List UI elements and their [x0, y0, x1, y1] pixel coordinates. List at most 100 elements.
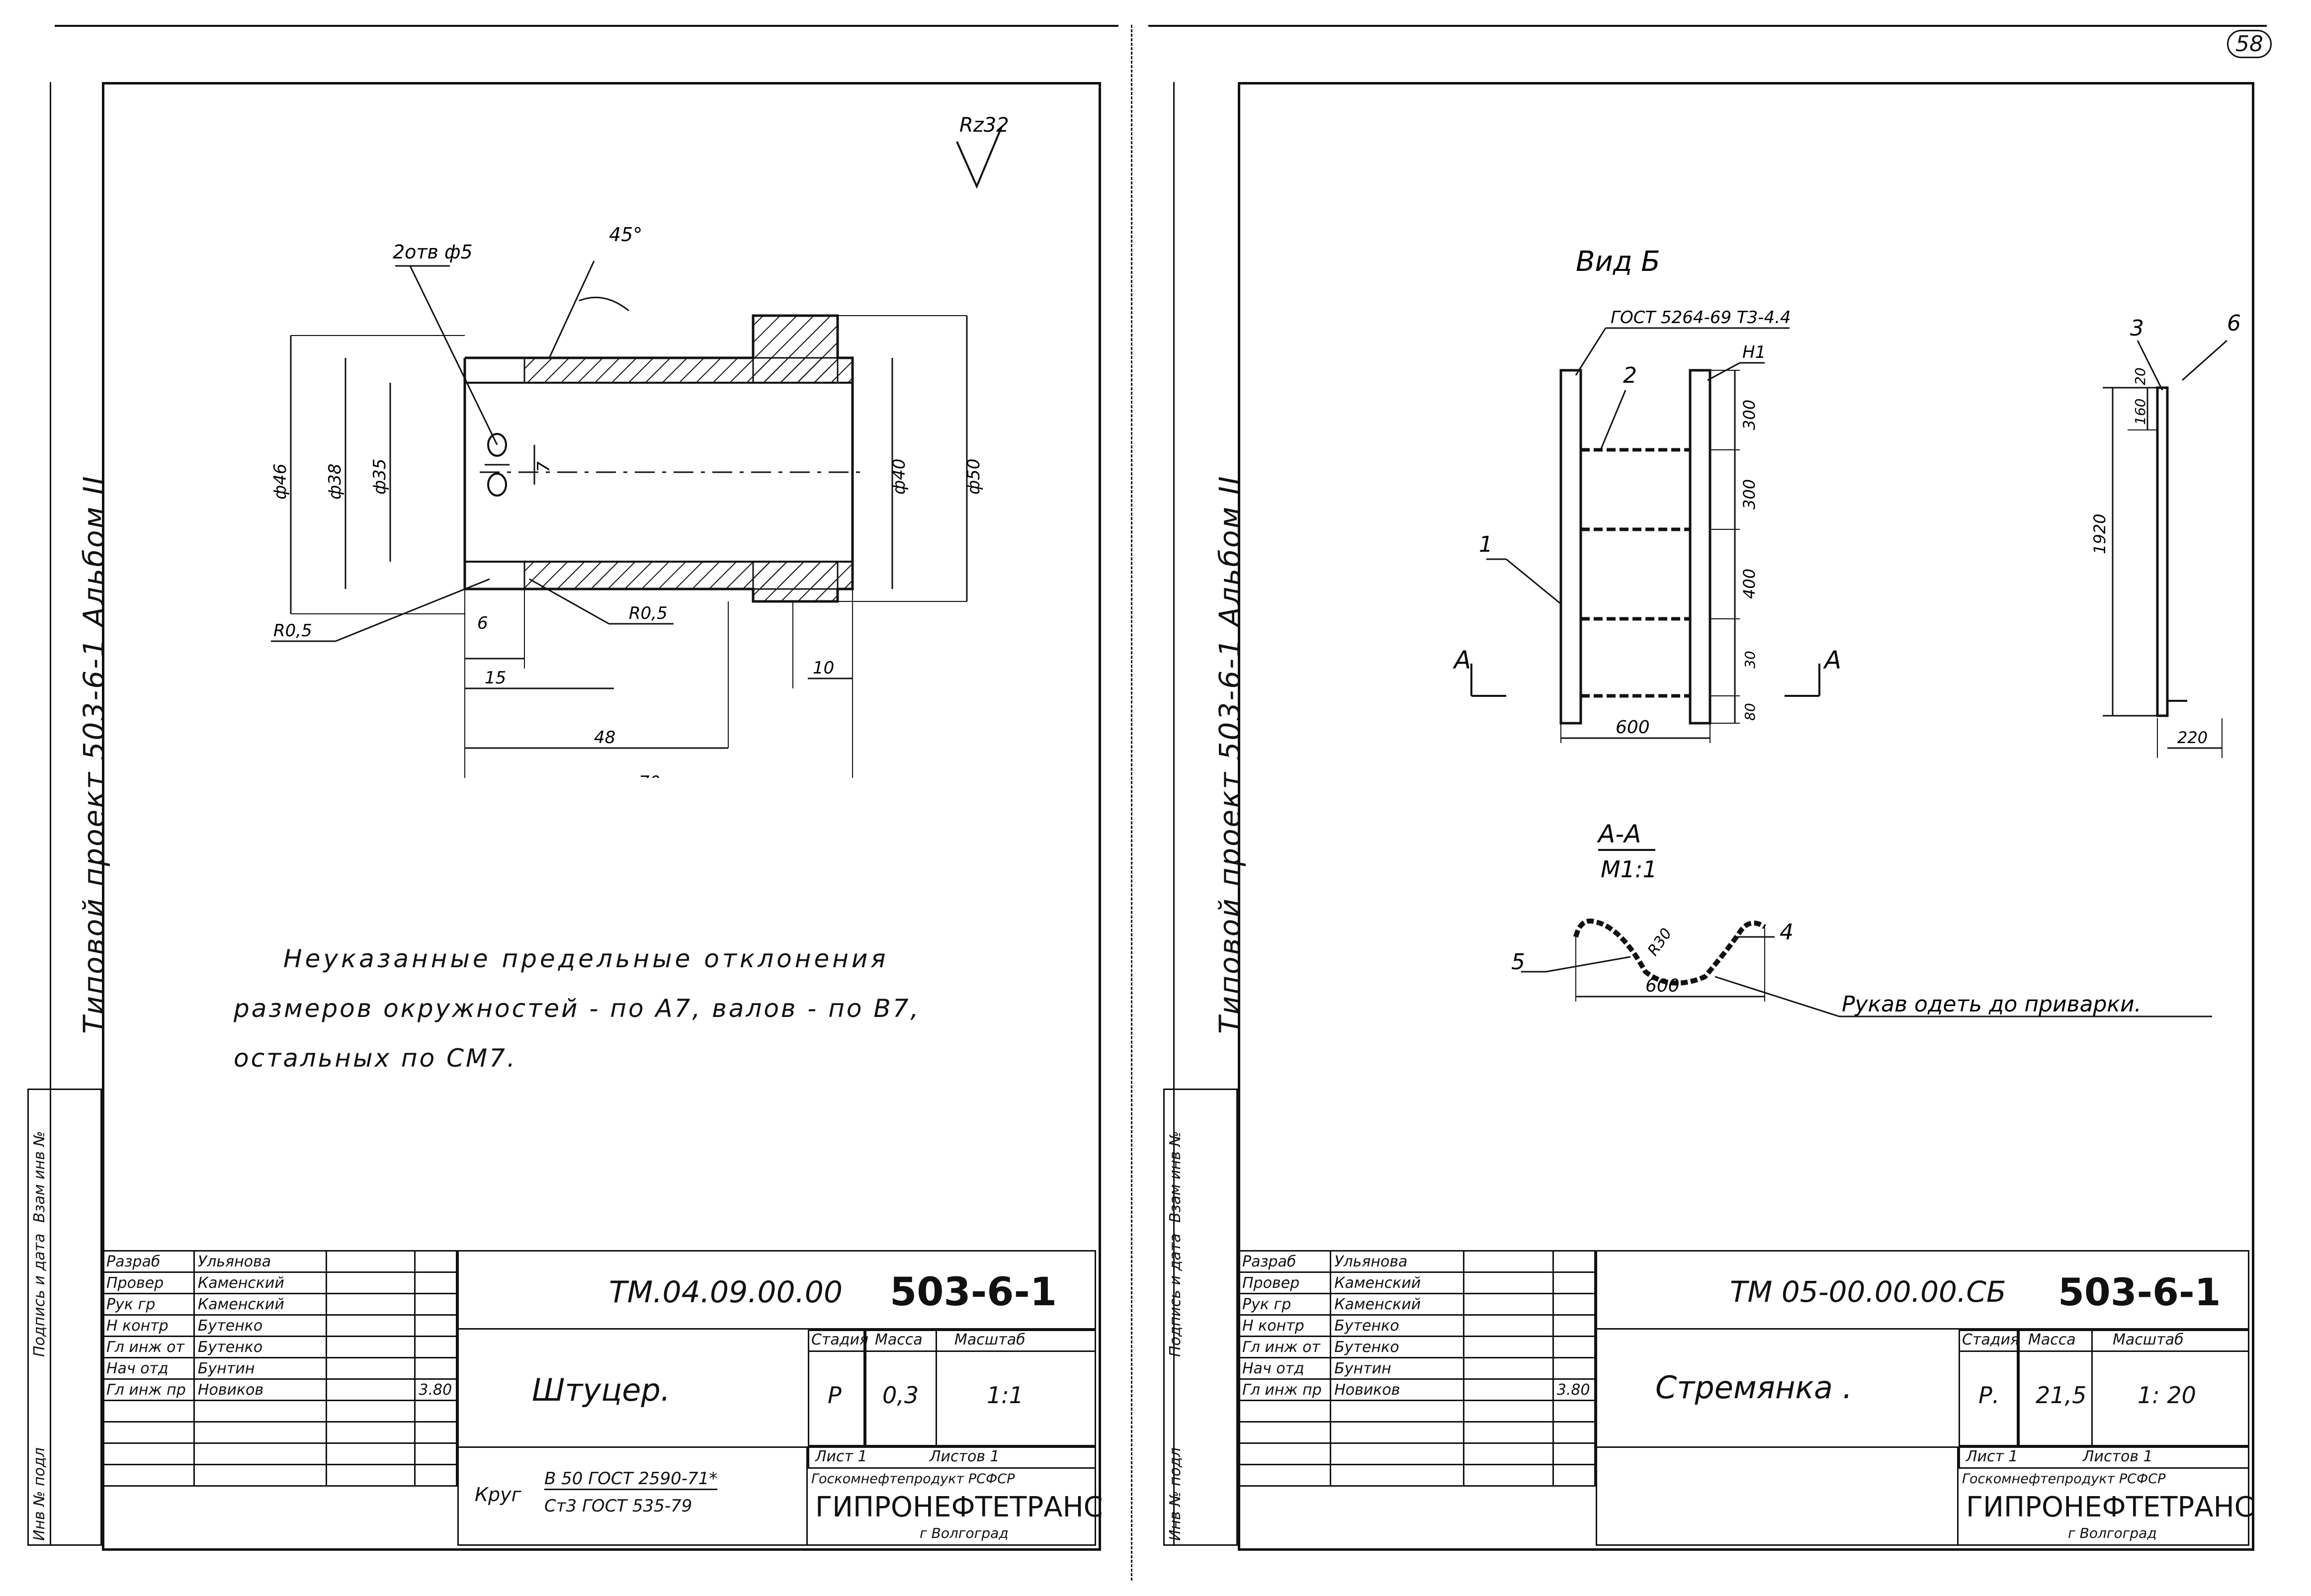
label-dim15: 15 — [485, 668, 506, 688]
note-line-1: Неуказанные предельные отклонения — [283, 944, 889, 973]
right-stamp-inv: Инв № подл — [1167, 1447, 1184, 1541]
right-sheets-total: Листов 1 — [2083, 1448, 2153, 1465]
left-mass-header: Масса — [875, 1331, 923, 1348]
label-dim600b: 600 — [1645, 976, 1680, 996]
left-header-row — [808, 1330, 1096, 1352]
right-binding-line — [1173, 82, 1175, 1546]
label-pos3: 3 — [2130, 316, 2144, 341]
left-stamp-sign: Подпись и дата — [31, 1233, 48, 1357]
right-sheet-row — [1959, 1446, 2249, 1469]
left-drawing-frame — [102, 82, 1101, 1551]
label-roughness: Rz32 — [959, 114, 1009, 137]
label-dim7: 7 — [534, 461, 554, 472]
label-view-b: Вид Б — [1576, 246, 1660, 278]
label-dim6: 6 — [477, 613, 488, 633]
right-mass-header: Масса — [2028, 1331, 2076, 1348]
ladder-drawing: Вид Б ГОСТ 5264-69 Т3-4.4 Н1 1 2 3 4 5 6… — [1453, 246, 2241, 1017]
label-dim48: 48 — [594, 728, 615, 748]
note-line-3: остальных по СМ7. — [234, 1044, 517, 1073]
label-pos5: 5 — [1511, 949, 1525, 975]
label-radius: R30 — [1644, 925, 1676, 959]
left-material-bottom: Ст3 ГОСТ 535-79 — [544, 1496, 692, 1516]
label-gost-note: ГОСТ 5264-69 Т3-4.4 — [1611, 308, 1791, 328]
right-drawing-frame — [1238, 82, 2254, 1551]
label-d35: ф35 — [370, 459, 390, 495]
right-title-code-row — [1596, 1250, 2249, 1330]
label-dim600: 600 — [1616, 717, 1650, 738]
left-sheets-total: Листов 1 — [930, 1448, 1000, 1465]
label-pos1: 1 — [1479, 532, 1493, 557]
left-scale-header: Масштаб — [954, 1331, 1026, 1348]
left-side-stamp — [27, 1089, 102, 1546]
note-line-2: размеров окружностей - по А7, валов - по… — [234, 994, 921, 1023]
label-dim160: 160 — [2132, 399, 2148, 425]
left-drawing-code: ТМ.04.09.00.00 — [609, 1275, 843, 1310]
left-org-name: ГИПРОНЕФТЕТРАНС — [815, 1491, 1103, 1523]
left-stage-value: Р — [828, 1382, 842, 1409]
label-dim400: 400 — [1740, 569, 1759, 599]
left-stage-header: Стадия — [811, 1331, 869, 1348]
left-sheet-number: Лист 1 — [815, 1448, 867, 1465]
left-stamp-replace: Взам инв № — [31, 1131, 48, 1223]
left-title-code-row — [457, 1250, 1096, 1330]
right-sheet: 58 Типовой проект 503-6-1 Альбом II Инв … — [1143, 0, 2311, 1596]
right-scale-value: 1: 20 — [2138, 1382, 2196, 1409]
right-stamp-replace: Взам инв № — [1167, 1131, 1184, 1223]
right-mass-value: 21,5 — [2036, 1382, 2087, 1409]
right-drawing-code: ТМ 05-00.00.00.СБ — [1730, 1275, 2006, 1309]
label-d40: ф40 — [889, 459, 909, 495]
label-r2: R0,5 — [629, 603, 668, 623]
right-item-name: Стремянка . — [1655, 1369, 1853, 1406]
left-material-box — [457, 1446, 808, 1546]
label-section-a-right: А — [1823, 646, 1841, 674]
left-scale-value: 1:1 — [987, 1382, 1024, 1409]
left-org-city: г Волгоград — [920, 1525, 1009, 1541]
label-dim10: 10 — [813, 658, 834, 678]
label-dim1920: 1920 — [2090, 514, 2109, 554]
left-item-name: Штуцер. — [532, 1372, 671, 1408]
label-pos4: 4 — [1780, 920, 1794, 945]
left-binding-line — [50, 82, 51, 1546]
label-dim80: 80 — [1742, 703, 1758, 721]
left-material-prefix: Круг — [475, 1484, 521, 1506]
label-dim220: 220 — [2177, 728, 2208, 747]
label-hose-note: Рукав одеть до приварки. — [1842, 992, 2141, 1017]
left-sheet-row — [808, 1446, 1096, 1469]
left-org-line: Госкомнефтепродукт РСФСР — [811, 1471, 1015, 1487]
right-stage-value: Р. — [1978, 1382, 2000, 1409]
page-number: 58 — [2227, 30, 2272, 58]
right-top-trim-line — [1148, 25, 2267, 27]
right-stage-header: Стадия — [1962, 1331, 2020, 1348]
label-dim300b: 300 — [1740, 479, 1759, 509]
label-d38: ф38 — [325, 464, 345, 500]
right-org-line: Госкомнефтепродукт РСФСР — [1962, 1471, 2166, 1487]
label-dim70: 70 — [639, 772, 660, 778]
label-r1: R0,5 — [273, 621, 312, 641]
right-header-row — [1959, 1330, 2249, 1352]
label-d46: ф46 — [270, 464, 290, 500]
left-material-top: В 50 ГОСТ 2590-71* — [544, 1469, 718, 1490]
right-org-name: ГИПРОНЕФТЕТРАНС — [1966, 1491, 2254, 1523]
label-dim30: 30 — [1742, 651, 1758, 669]
right-stamp-sign: Подпись и дата — [1167, 1233, 1184, 1357]
fitting-drawing: Rz32 2отв ф5 45° ф46 ф38 ф35 ф40 ф50 7 R… — [270, 114, 1009, 778]
label-section-a-left: А — [1453, 646, 1471, 674]
right-org-city: г Волгоград — [2068, 1525, 2157, 1541]
label-dim300a: 300 — [1740, 400, 1759, 430]
sheet-divider — [1131, 25, 1132, 1581]
left-sheet: Типовой проект 503-6-1 Альбом II Инв № п… — [0, 0, 1143, 1596]
label-d50: ф50 — [964, 459, 984, 495]
left-mass-value: 0,3 — [882, 1382, 919, 1409]
right-material-box — [1596, 1446, 1959, 1546]
label-holes: 2отв ф5 — [393, 241, 473, 263]
right-side-stamp — [1163, 1089, 1238, 1546]
right-sheet-number: Лист 1 — [1966, 1448, 2018, 1465]
label-pos2: 2 — [1623, 363, 1637, 388]
right-project-code: 503-6-1 — [2058, 1270, 2221, 1314]
label-pos6: 6 — [2227, 311, 2241, 336]
label-dim20: 20 — [2132, 367, 2148, 385]
label-section-title: А-А — [1597, 820, 1641, 848]
right-scale-header: Масштаб — [2113, 1331, 2184, 1348]
